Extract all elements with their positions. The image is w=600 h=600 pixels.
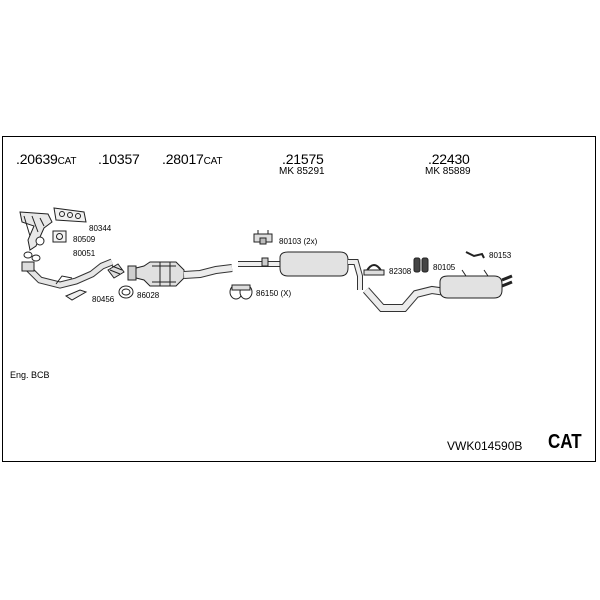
pipe-clamp-part <box>363 264 385 276</box>
clamp-part <box>229 284 253 300</box>
intermediate-pipe-part <box>183 264 233 279</box>
flex-joint-part <box>107 263 125 279</box>
callout-86028: 86028 <box>137 291 160 300</box>
part-number-5: .22430 <box>428 151 470 167</box>
mk-number-4: MK 85291 <box>279 166 325 177</box>
ring-part <box>23 251 41 262</box>
rubber-ring-part <box>413 257 429 273</box>
mk-number-5: MK 85889 <box>425 166 471 177</box>
part-number-3: .28017CAT <box>162 151 223 167</box>
callout-80509: 80509 <box>73 235 96 244</box>
flange-gasket-part <box>52 230 67 243</box>
gasket-ring-part <box>118 285 134 299</box>
callout-80456: 80456 <box>92 295 115 304</box>
middle-silencer-part <box>238 251 363 290</box>
cat-badge: CAT <box>548 431 582 453</box>
part-number-4: .21575 <box>282 151 324 167</box>
kit-code: VWK014590B <box>447 439 523 453</box>
callout-80103: 80103 (2x) <box>279 237 318 246</box>
catalytic-converter-part <box>127 261 185 287</box>
rubber-mount-part <box>253 230 273 245</box>
callout-86150: 86150 (X) <box>256 289 292 298</box>
callout-80153: 80153 <box>489 251 512 260</box>
engine-code: Eng. BCB <box>10 370 50 380</box>
part-number-2: .10357 <box>98 151 140 167</box>
rear-silencer-part <box>363 269 513 312</box>
hanger-part <box>465 251 485 259</box>
callout-80105: 80105 <box>433 263 456 272</box>
bracket-part <box>64 289 88 301</box>
callout-80344: 80344 <box>89 224 112 233</box>
exhaust-manifold-part <box>19 211 53 251</box>
manifold-gasket-part <box>53 207 87 223</box>
callout-80051: 80051 <box>73 249 96 258</box>
front-pipe-part <box>21 258 114 289</box>
diagram-frame <box>2 136 596 462</box>
part-number-1: .20639CAT <box>16 151 77 167</box>
callout-82308: 82308 <box>389 267 412 276</box>
